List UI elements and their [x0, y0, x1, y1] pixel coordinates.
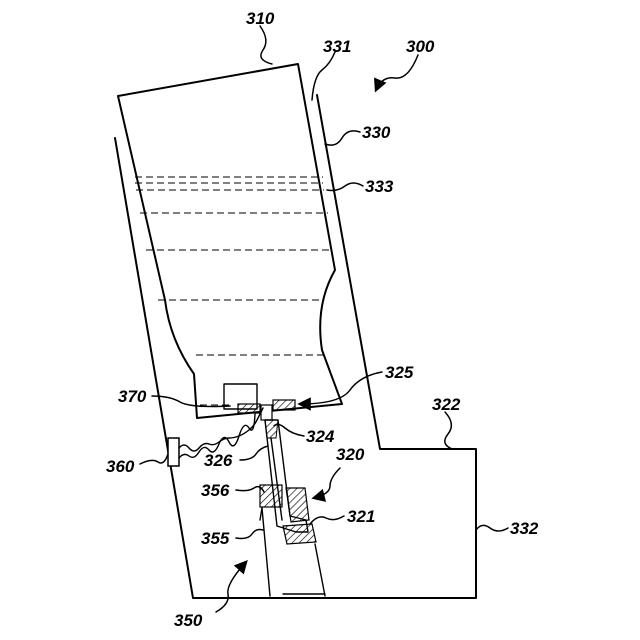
leader-350 — [216, 562, 246, 612]
label-350: 350 — [174, 611, 203, 630]
leader-300 — [376, 55, 418, 90]
leader-322 — [445, 412, 452, 449]
fitting-321 — [286, 488, 309, 522]
label-370: 370 — [118, 387, 147, 406]
outlet-valve — [238, 400, 295, 420]
label-333: 333 — [365, 177, 394, 196]
label-330: 330 — [362, 123, 391, 142]
fitting-321-lower — [283, 524, 316, 544]
leader-355 — [236, 530, 263, 539]
leader-332 — [476, 525, 508, 531]
leader-330 — [325, 131, 360, 145]
seal-block-356 — [260, 485, 282, 507]
leader-331 — [312, 52, 335, 100]
container — [118, 64, 342, 418]
level-sensor — [168, 438, 179, 466]
label-355: 355 — [201, 529, 230, 548]
label-325: 325 — [385, 363, 414, 382]
label-310: 310 — [246, 9, 275, 28]
label-322: 322 — [432, 395, 461, 414]
tube-inner-line — [271, 438, 282, 520]
label-324: 324 — [306, 427, 335, 446]
label-331: 331 — [323, 37, 351, 56]
reference-labels: 310 331 300 330 333 325 370 322 324 326 … — [106, 9, 539, 630]
leader-321 — [310, 516, 344, 524]
valve-seal-right — [273, 400, 295, 410]
container-outline — [118, 64, 342, 418]
leader-310 — [260, 26, 272, 64]
label-320: 320 — [336, 445, 365, 464]
housing-outline — [115, 95, 476, 598]
leader-320 — [314, 468, 340, 498]
leader-326 — [240, 446, 268, 460]
valve-stem — [261, 405, 272, 420]
housing — [115, 95, 476, 598]
label-332: 332 — [510, 519, 539, 538]
fitting-blocks — [260, 485, 316, 544]
valve-seal-left — [238, 404, 260, 413]
label-300: 300 — [406, 37, 435, 56]
label-360: 360 — [106, 457, 135, 476]
cavity-top — [260, 508, 262, 520]
tube-tip-hatch — [265, 420, 278, 438]
label-326: 326 — [204, 451, 233, 470]
label-356: 356 — [201, 481, 230, 500]
leader-370 — [152, 396, 230, 407]
label-321: 321 — [347, 507, 375, 526]
leader-lines — [140, 26, 508, 612]
leader-360 — [140, 454, 168, 464]
